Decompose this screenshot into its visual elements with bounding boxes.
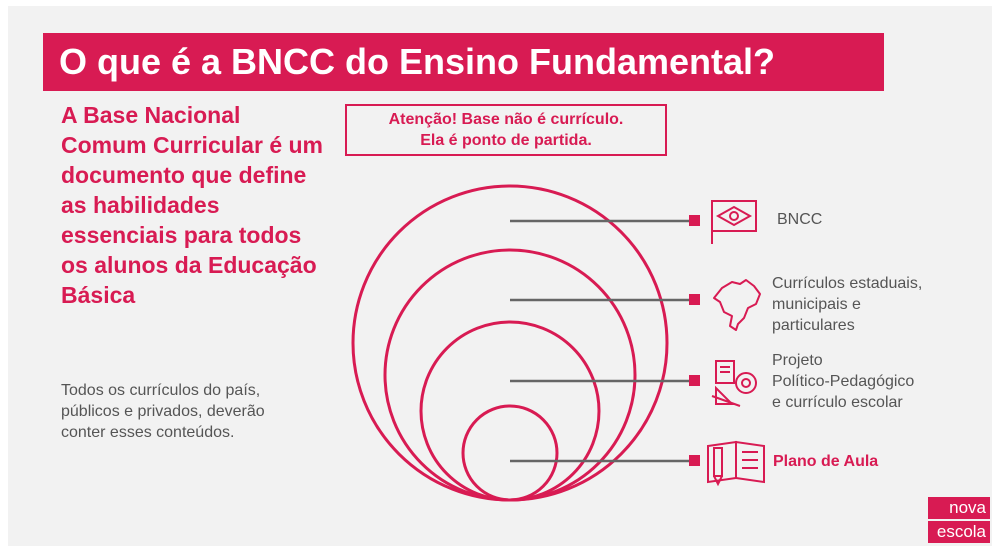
label-curriculos-line-1: Currículos estaduais, [772, 275, 923, 292]
logo-line-2: escola [928, 521, 990, 543]
nova-escola-logo: nova escola [928, 495, 990, 543]
planning-tools-icon [711, 360, 757, 407]
circle-plano [461, 404, 559, 502]
eye-flag-icon [711, 200, 757, 244]
circle-curriculos [383, 248, 637, 502]
body-text: Todos os currículos do país, públicos e … [61, 382, 265, 441]
logo-line-1: nova [928, 497, 990, 519]
label-plano-line: Plano de Aula [773, 453, 879, 470]
label-plano: Plano de Aula [773, 451, 878, 472]
label-projeto: Projeto Político-Pedagógico e currículo … [772, 350, 914, 413]
attention-callout: Atenção! Base não é currículo. Ela é pon… [345, 104, 667, 156]
label-bncc: BNCC [777, 209, 822, 230]
callout-line-2: Ela é ponto de partida. [420, 132, 592, 149]
marker-projeto [689, 375, 700, 386]
label-projeto-line-1: Projeto [772, 352, 823, 369]
marker-bncc [689, 215, 700, 226]
circle-bncc [351, 184, 669, 502]
callout-line-1: Atenção! Base não é currículo. [388, 111, 624, 128]
label-curriculos-line-3: particulares [772, 317, 855, 334]
label-projeto-line-2: Político-Pedagógico [772, 373, 915, 390]
label-projeto-line-3: e currículo escolar [772, 394, 903, 411]
label-curriculos-line-2: municipais e [772, 296, 861, 313]
circle-projeto [419, 320, 601, 502]
brazil-map-icon [713, 279, 761, 331]
slide-background [8, 6, 992, 546]
open-book-icon [707, 440, 765, 487]
headline-text: A Base Nacional Comum Curricular é um do… [61, 102, 323, 308]
marker-plano [689, 455, 700, 466]
marker-curriculos [689, 294, 700, 305]
page-title: O que é a BNCC do Ensino Fundamental? [43, 33, 884, 91]
label-bncc-line: BNCC [777, 211, 823, 228]
label-curriculos: Currículos estaduais, municipais e parti… [772, 273, 922, 336]
